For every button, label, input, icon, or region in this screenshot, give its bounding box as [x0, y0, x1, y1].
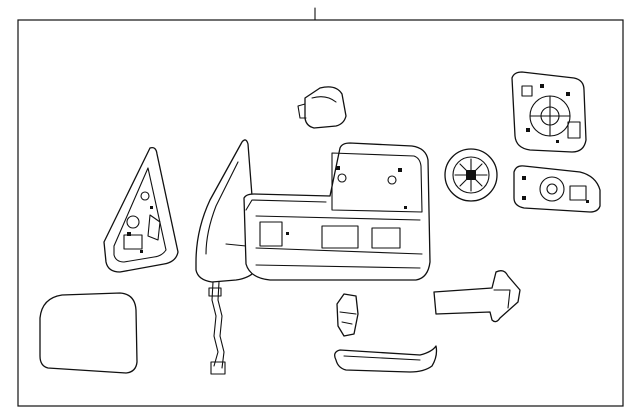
- part-mirror-glass-front[interactable]: [511, 71, 587, 153]
- part-mirror-glass-rear[interactable]: [513, 165, 601, 213]
- part-power-motor[interactable]: [444, 148, 498, 202]
- part-outer-glass[interactable]: [39, 292, 138, 374]
- part-backing-plate[interactable]: [103, 146, 179, 273]
- part-clip[interactable]: [336, 293, 359, 337]
- part-upper-cap[interactable]: [297, 86, 347, 129]
- part-mirror-housing-assembly[interactable]: [195, 139, 431, 283]
- part-turn-signal-lamp[interactable]: [433, 270, 521, 323]
- part-lower-cover[interactable]: [334, 345, 438, 373]
- part-harness[interactable]: [208, 281, 226, 375]
